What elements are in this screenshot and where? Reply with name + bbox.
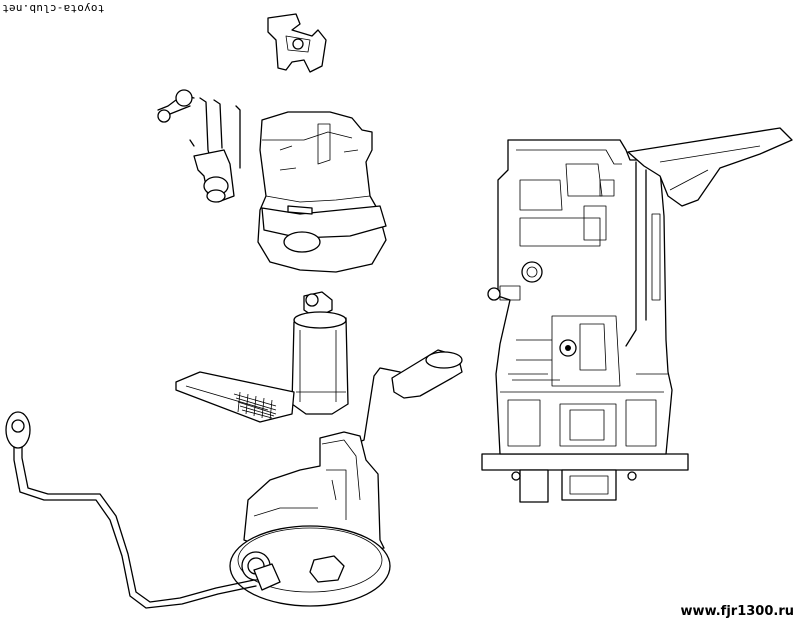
fuel-filter-housing xyxy=(257,111,387,273)
fuel-pump-motor xyxy=(291,291,349,415)
watermark-fjr1300: www.fjr1300.ru xyxy=(680,604,794,619)
fuel-line-assembly xyxy=(157,89,241,203)
retainer-clip xyxy=(267,13,327,73)
fuel-level-sender xyxy=(343,349,463,449)
assembled-fuel-pump-module xyxy=(481,127,793,503)
wire-harness xyxy=(5,411,281,609)
strainer-mesh xyxy=(233,391,277,421)
fuel-strainer xyxy=(175,371,295,423)
